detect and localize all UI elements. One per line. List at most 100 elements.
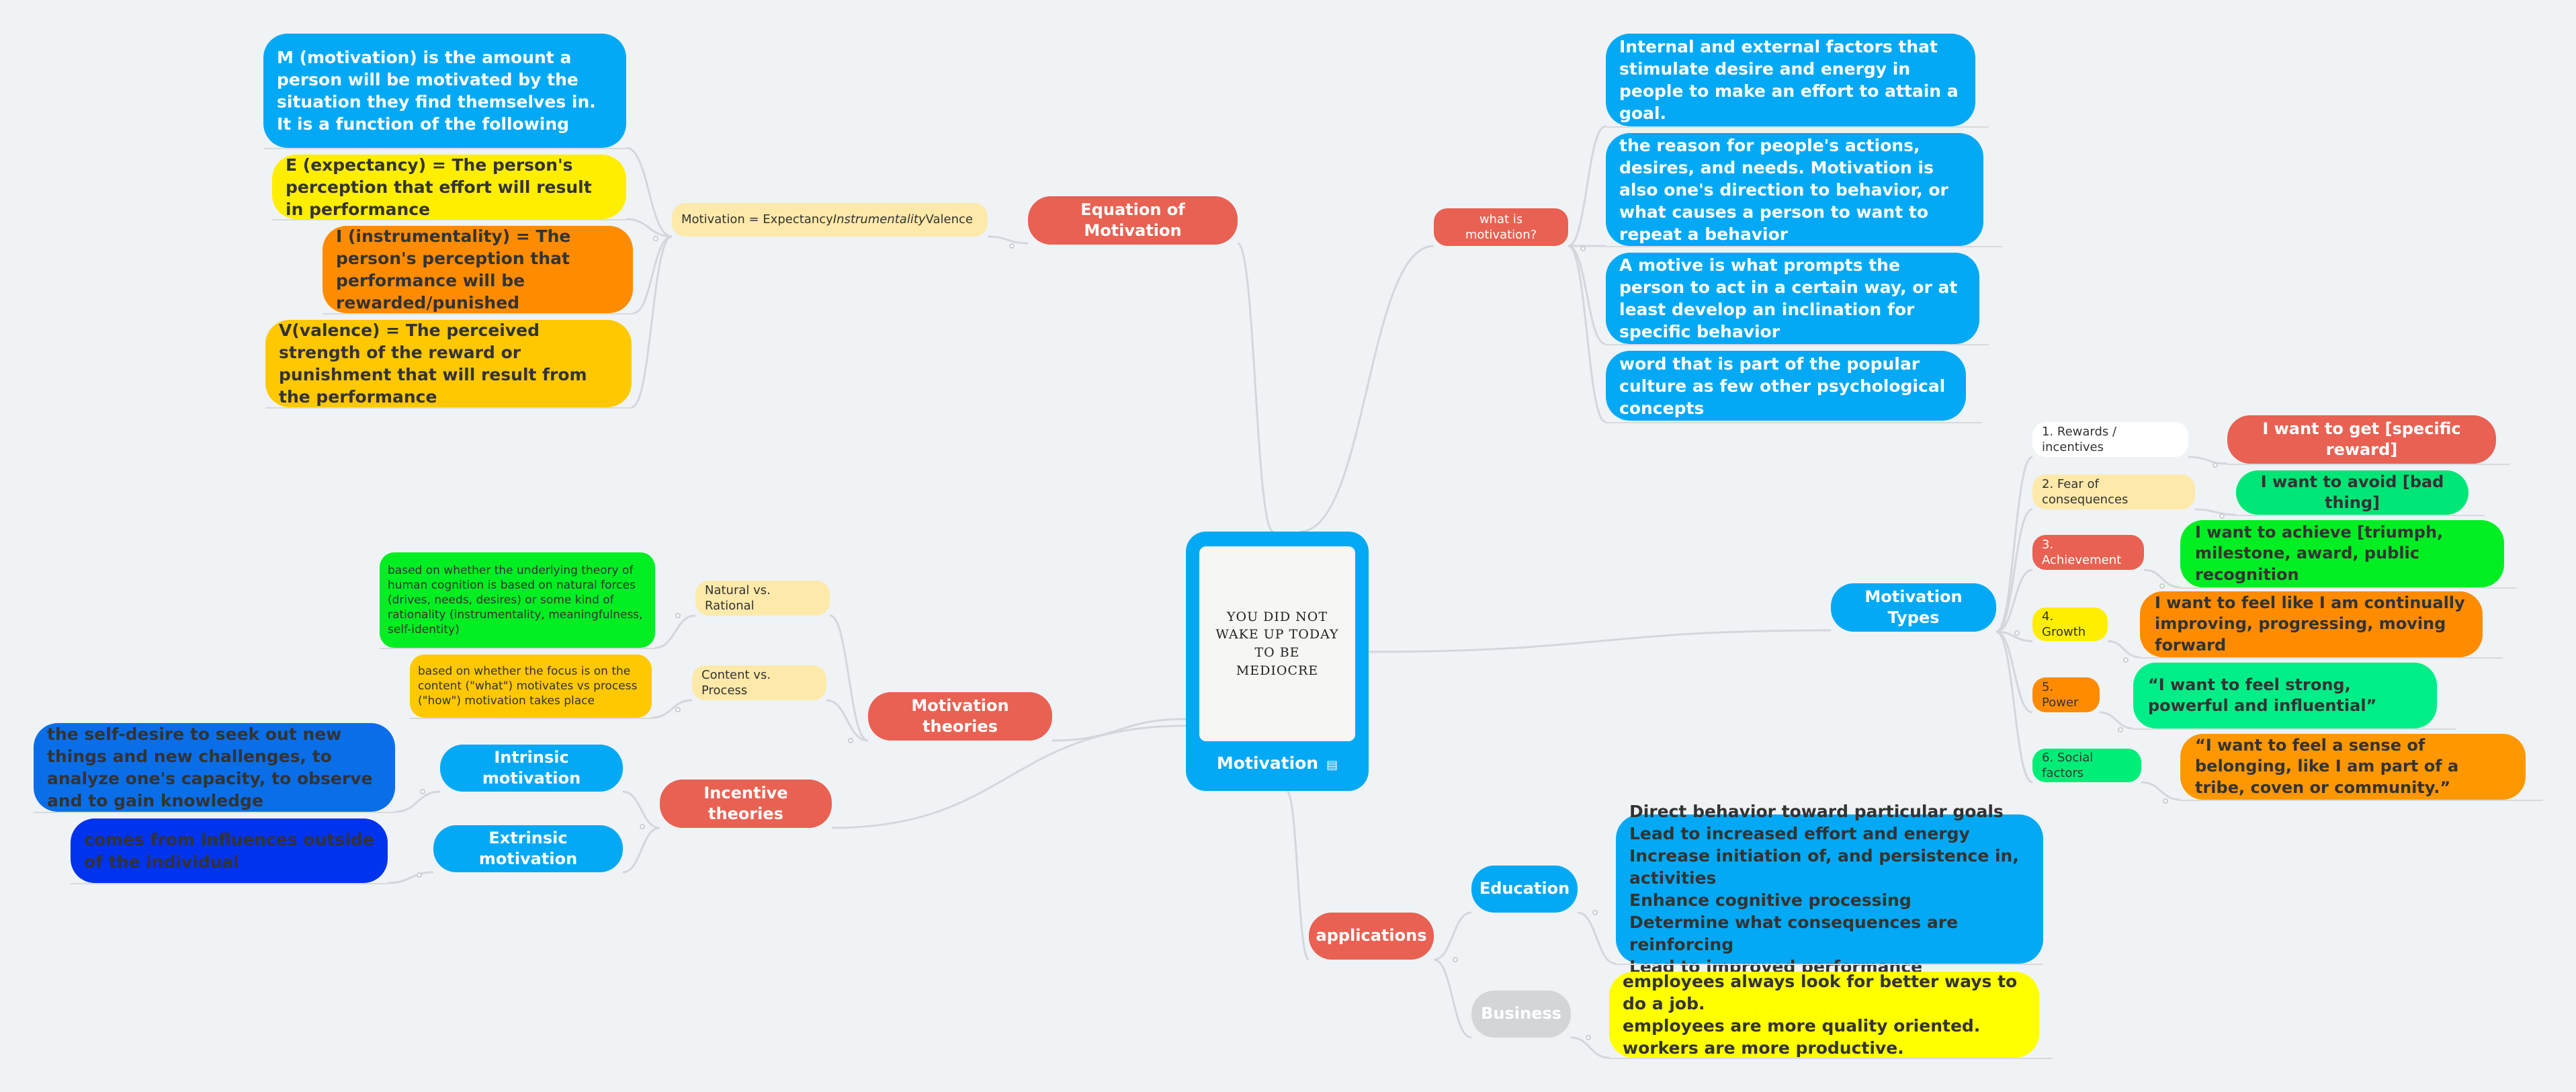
collapse-dot[interactable] xyxy=(1586,1035,1591,1040)
connector xyxy=(2107,640,2141,659)
connector xyxy=(626,146,673,238)
root-title: Motivation xyxy=(1216,753,1319,773)
formula-part-a: Motivation = Expectancy xyxy=(681,212,833,227)
definition-item-4[interactable]: word that is part of the popular culture… xyxy=(1606,351,1966,421)
branch-equation-of-motivation[interactable]: Equation of Motivation xyxy=(1028,196,1238,245)
connector xyxy=(626,218,673,238)
type-label-fear[interactable]: 2. Fear of consequences xyxy=(2032,474,2195,509)
branch-motivation-types[interactable]: Motivation Types xyxy=(1831,583,1996,632)
equation-item-instrumentality[interactable]: I (instrumentality) = The person's perce… xyxy=(323,226,633,313)
connector xyxy=(2143,569,2181,589)
root-label: Motivation ▤ xyxy=(1186,753,1369,773)
formula-part-b: Instrumentality xyxy=(832,212,926,227)
theory-content-vs-process[interactable]: Content vs. Process xyxy=(692,665,826,700)
collapse-dot[interactable] xyxy=(848,738,853,743)
underline xyxy=(2180,587,2516,589)
connector xyxy=(829,614,869,742)
collapse-dot[interactable] xyxy=(675,613,681,618)
theory-natural-detail[interactable]: based on whether the underlying theory o… xyxy=(380,552,655,648)
type-detail-achievement[interactable]: I want to achieve [triumph, milestone, a… xyxy=(2180,520,2504,587)
collapse-dot[interactable] xyxy=(1009,243,1015,249)
connector-root-what xyxy=(1299,245,1434,533)
type-label-power[interactable]: 5. Power xyxy=(2032,677,2100,712)
underline xyxy=(323,313,633,314)
connector xyxy=(1568,245,1606,345)
underline xyxy=(380,648,655,649)
collapse-dot[interactable] xyxy=(2163,798,2168,804)
collapse-dot[interactable] xyxy=(1453,957,1458,962)
collapse-dot[interactable] xyxy=(2159,583,2165,589)
collapse-dot[interactable] xyxy=(2123,657,2129,663)
note-icon[interactable]: ▤ xyxy=(1326,758,1338,772)
branch-motivation-theories[interactable]: Motivation theories xyxy=(868,692,1052,741)
collapse-dot[interactable] xyxy=(417,872,422,878)
collapse-dot[interactable] xyxy=(675,707,681,712)
collapse-dot[interactable] xyxy=(420,789,425,794)
type-detail-growth[interactable]: I want to feel like I am continually imp… xyxy=(2140,591,2483,657)
definition-item-1[interactable]: Internal and external factors that stimu… xyxy=(1606,34,1975,126)
connector xyxy=(2194,508,2237,516)
intrinsic-detail[interactable]: the self-desire to seek out new things a… xyxy=(34,723,395,812)
type-detail-power[interactable]: “I want to feel strong, powerful and inf… xyxy=(2133,663,2437,728)
connector-root-incentive xyxy=(831,724,1187,829)
application-business[interactable]: Business xyxy=(1471,991,1571,1038)
connector xyxy=(1570,1036,1610,1059)
collapse-dot[interactable] xyxy=(2014,630,2020,636)
application-education[interactable]: Education xyxy=(1471,866,1578,913)
equation-formula[interactable]: Motivation = Expectancy Instrumentality … xyxy=(672,203,988,237)
branch-applications[interactable]: applications xyxy=(1309,913,1434,960)
type-label-social[interactable]: 6. Social factors xyxy=(2032,749,2141,782)
collapse-dot[interactable] xyxy=(1580,246,1586,251)
equation-item-valence[interactable]: V(valence) = The perceived strength of t… xyxy=(265,320,632,407)
connector xyxy=(2099,711,2134,730)
collapse-dot[interactable] xyxy=(2118,727,2123,732)
connector xyxy=(1995,630,2033,642)
type-detail-rewards[interactable]: I want to get [specific reward] xyxy=(2227,415,2496,464)
extrinsic-detail[interactable]: comes from influences outside of the ind… xyxy=(71,818,388,883)
connector xyxy=(1433,911,1472,961)
connector-root-equation xyxy=(1237,242,1274,533)
connector xyxy=(394,790,441,813)
definition-item-3[interactable]: A motive is what prompts the person to a… xyxy=(1606,253,1979,344)
underline xyxy=(2180,800,2543,801)
theory-content-detail[interactable]: based on whether the focus is on the con… xyxy=(410,655,652,718)
type-label-achievement[interactable]: 3. Achievement xyxy=(2032,535,2144,570)
underline xyxy=(263,148,626,149)
underline xyxy=(1609,1058,2053,1059)
collapse-dot[interactable] xyxy=(640,824,645,829)
type-label-rewards[interactable]: 1. Rewards / incentives xyxy=(2032,422,2188,457)
branch-what-is-motivation[interactable]: what is motivation? xyxy=(1434,208,1568,246)
branch-incentive-theories[interactable]: Incentive theories xyxy=(660,780,832,828)
connector xyxy=(987,235,1029,245)
connector xyxy=(1995,630,2033,784)
theory-natural-vs-rational[interactable]: Natural vs. Rational xyxy=(695,581,830,616)
connector xyxy=(1568,125,1606,247)
connector xyxy=(654,614,696,649)
business-detail[interactable]: employees always look for better ways to… xyxy=(1609,972,2039,1058)
education-detail[interactable]: Direct behavior toward particular goals … xyxy=(1616,802,2043,976)
definition-item-2[interactable]: the reason for people's actions, desires… xyxy=(1606,133,1983,246)
collapse-dot[interactable] xyxy=(653,236,658,241)
type-label-growth[interactable]: 4. Growth xyxy=(2032,607,2108,641)
underline xyxy=(34,812,395,813)
connector xyxy=(631,235,673,409)
underline xyxy=(410,718,652,719)
underline xyxy=(2140,657,2503,659)
collapse-dot[interactable] xyxy=(2213,462,2218,468)
type-detail-social[interactable]: “I want to feel a sense of belonging, li… xyxy=(2180,734,2526,800)
connector xyxy=(651,699,693,719)
collapse-dot[interactable] xyxy=(1592,910,1598,915)
underline xyxy=(265,407,632,409)
collapse-dot[interactable] xyxy=(2219,513,2225,519)
equation-item-motivation[interactable]: M (motivation) is the amount a person wi… xyxy=(263,34,626,148)
underline xyxy=(272,219,626,220)
type-detail-fear[interactable]: I want to avoid [bad thing] xyxy=(2236,470,2468,515)
connector-root-theories xyxy=(1051,718,1187,742)
equation-item-expectancy[interactable]: E (expectancy) = The person's perception… xyxy=(272,155,626,219)
root-node[interactable]: YOU DID NOT WAKE UP TODAY TO BE MEDIOCRE… xyxy=(1186,532,1369,791)
connector xyxy=(2141,781,2181,801)
incentive-extrinsic[interactable]: Extrinsic motivation xyxy=(433,825,623,872)
connector xyxy=(622,827,660,874)
incentive-intrinsic[interactable]: Intrinsic motivation xyxy=(440,745,623,792)
